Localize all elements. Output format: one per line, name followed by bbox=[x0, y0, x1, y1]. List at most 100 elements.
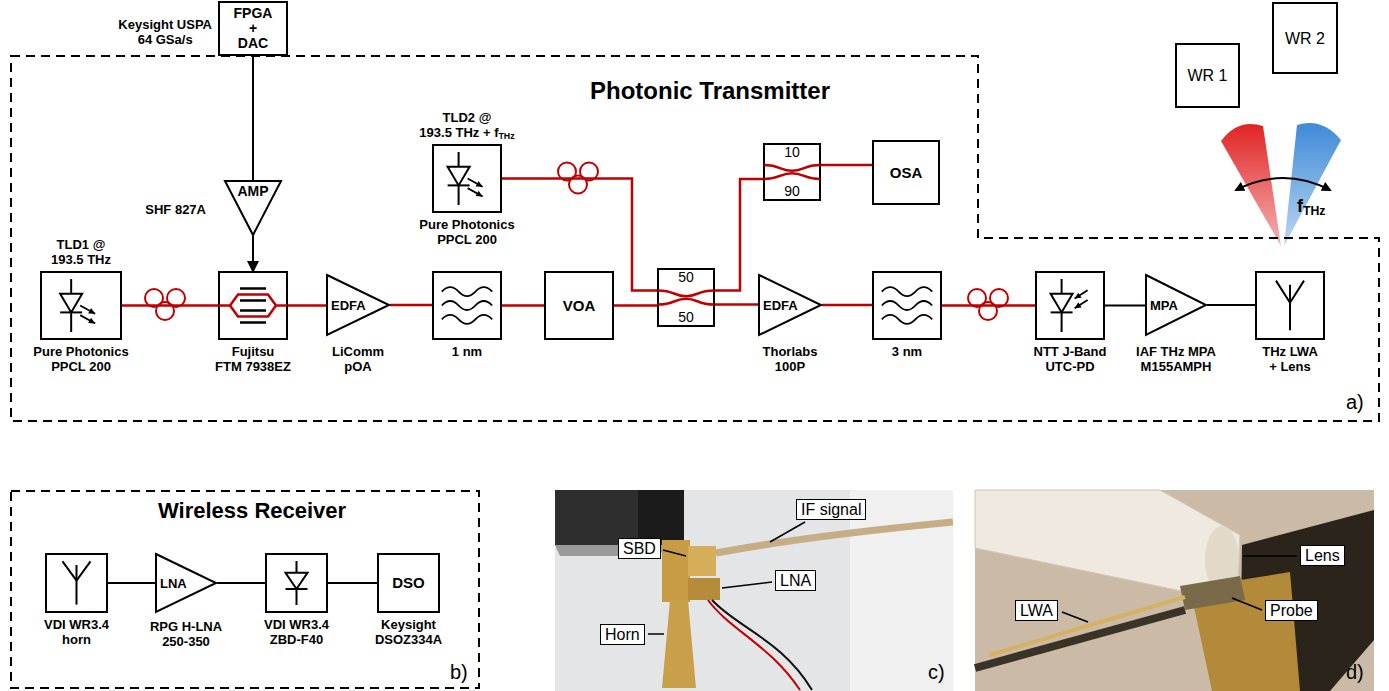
text-line: ZBD-F40 bbox=[264, 632, 329, 647]
text-line: Thorlabs bbox=[763, 344, 818, 359]
fiber-connector bbox=[122, 304, 218, 307]
text-line: EDFA bbox=[331, 298, 366, 313]
panel-letter: d) bbox=[1346, 660, 1364, 684]
filter-box: 1 nm bbox=[432, 271, 502, 340]
component-symbol bbox=[882, 287, 932, 324]
part-label: 1 nm bbox=[452, 344, 482, 359]
diode-triangle bbox=[60, 294, 82, 313]
antenna-box: VDI WR3.4 horn bbox=[45, 553, 108, 613]
box-label: LNA bbox=[160, 576, 187, 591]
text-line: pOA bbox=[332, 359, 384, 374]
text-line: Horn bbox=[605, 625, 640, 644]
photo-wire bbox=[708, 600, 800, 690]
box-label: OSA bbox=[890, 164, 923, 182]
diode-triangle bbox=[1051, 294, 1073, 313]
photo-probe bbox=[1180, 576, 1245, 610]
amplifier-triangle: LNARPG H-LNA 250-350 bbox=[155, 553, 217, 613]
text-line: 3 nm bbox=[892, 344, 922, 359]
box-outline bbox=[545, 272, 613, 339]
callout-label: Probe bbox=[1265, 600, 1318, 621]
box-outline bbox=[433, 272, 501, 339]
node-outline bbox=[872, 271, 942, 340]
antenna-box: THz LWA + Lens bbox=[1255, 271, 1325, 340]
oscilloscope-box: DSOKeysight DSOZ334A bbox=[377, 553, 440, 613]
laser-box: TLD2 @ 193.5 THz + fTHzPure Photonics PP… bbox=[432, 144, 502, 213]
text-line: LWA bbox=[1020, 601, 1053, 620]
callout-label: IF signal bbox=[796, 499, 866, 520]
subscript: THz bbox=[498, 131, 514, 141]
box-label: 10 bbox=[784, 144, 800, 161]
text-line: Probe bbox=[1270, 601, 1313, 620]
receiver-position-box: WR 1 bbox=[1175, 43, 1240, 108]
component-symbol bbox=[286, 561, 308, 605]
text-line: PPCL 200 bbox=[33, 359, 128, 374]
box-label: FPGA + DAC bbox=[234, 6, 273, 51]
box-outline bbox=[764, 144, 820, 200]
modulator-arm bbox=[219, 295, 287, 306]
text-line: IF signal bbox=[801, 500, 861, 519]
text-line: THz LWA bbox=[1262, 344, 1318, 359]
antenna-arms bbox=[63, 561, 91, 580]
box-label: MPA bbox=[1150, 298, 1178, 313]
text-line: Keysight bbox=[375, 617, 442, 632]
electrode bbox=[240, 287, 266, 290]
part-label: LiComm pOA bbox=[332, 344, 384, 374]
component-symbol bbox=[764, 165, 820, 179]
text-line: LiComm bbox=[332, 344, 384, 359]
part-label: RPG H-LNA 250-350 bbox=[150, 619, 222, 649]
text-line: 10 bbox=[784, 144, 800, 161]
leader-line bbox=[663, 550, 686, 556]
filter-wave bbox=[442, 315, 492, 324]
receiver-position-box: WR 2 bbox=[1272, 2, 1338, 74]
text-line: a) bbox=[1346, 390, 1364, 414]
electrode bbox=[240, 321, 266, 324]
text-line: Wireless Receiver bbox=[158, 498, 346, 524]
part-label: NTT J-Band UTC-PD bbox=[1034, 344, 1107, 374]
fiber-connector bbox=[822, 304, 872, 307]
fiber-connector bbox=[715, 179, 763, 290]
fpga-box: FPGA + DACKeysight USPA 64 GSa/s bbox=[218, 1, 288, 56]
photo-lwa bbox=[990, 597, 1185, 655]
photo-lna bbox=[688, 578, 720, 600]
text-line: LNA bbox=[780, 571, 811, 590]
text-line: SBD bbox=[623, 539, 656, 558]
electrical-connector bbox=[252, 236, 254, 271]
light-arrow bbox=[1075, 300, 1088, 308]
text-line: VDI WR3.4 bbox=[264, 617, 329, 632]
leader-line bbox=[770, 522, 805, 542]
photo-substrate bbox=[975, 610, 1185, 668]
transmitter-photo bbox=[975, 490, 1374, 691]
text-line: 90 bbox=[784, 183, 800, 200]
amplifier-triangle: AMPSHF 827A bbox=[224, 180, 282, 236]
box-outline bbox=[41, 272, 121, 339]
filter-wave bbox=[882, 301, 932, 310]
box-outline bbox=[1273, 3, 1337, 73]
amplifier-outline bbox=[1146, 275, 1206, 335]
text-line: Photonic Transmitter bbox=[590, 77, 830, 105]
text-line: AMP bbox=[237, 183, 268, 200]
node-outline bbox=[265, 553, 328, 613]
filter-box: 3 nm bbox=[872, 271, 942, 340]
amplifier-outline bbox=[156, 554, 216, 612]
light-arrow bbox=[1075, 290, 1088, 298]
light-arrow bbox=[468, 179, 483, 187]
text-line: TLD2 @ bbox=[419, 110, 514, 125]
photo-lens bbox=[975, 490, 1240, 596]
box-outline bbox=[219, 272, 287, 339]
annotation-label: fTHz bbox=[1297, 196, 1325, 217]
attenuator-box: VOA bbox=[544, 271, 614, 340]
callout-label: Lens bbox=[1300, 545, 1345, 566]
box-label: AMP bbox=[237, 183, 268, 200]
region-title: Wireless Receiver bbox=[158, 498, 346, 524]
component-symbol bbox=[60, 279, 95, 332]
text-line: TLD1 @ bbox=[51, 237, 111, 252]
electrical-connector bbox=[217, 582, 265, 584]
photo-cable bbox=[716, 522, 953, 553]
coupler-fiber bbox=[764, 173, 820, 179]
part-label: Keysight DSOZ334A bbox=[375, 617, 442, 647]
text-line: 1 nm bbox=[452, 344, 482, 359]
light-arrow-head bbox=[476, 191, 483, 197]
node-outline bbox=[432, 271, 502, 340]
text-line: OSA bbox=[890, 164, 923, 182]
